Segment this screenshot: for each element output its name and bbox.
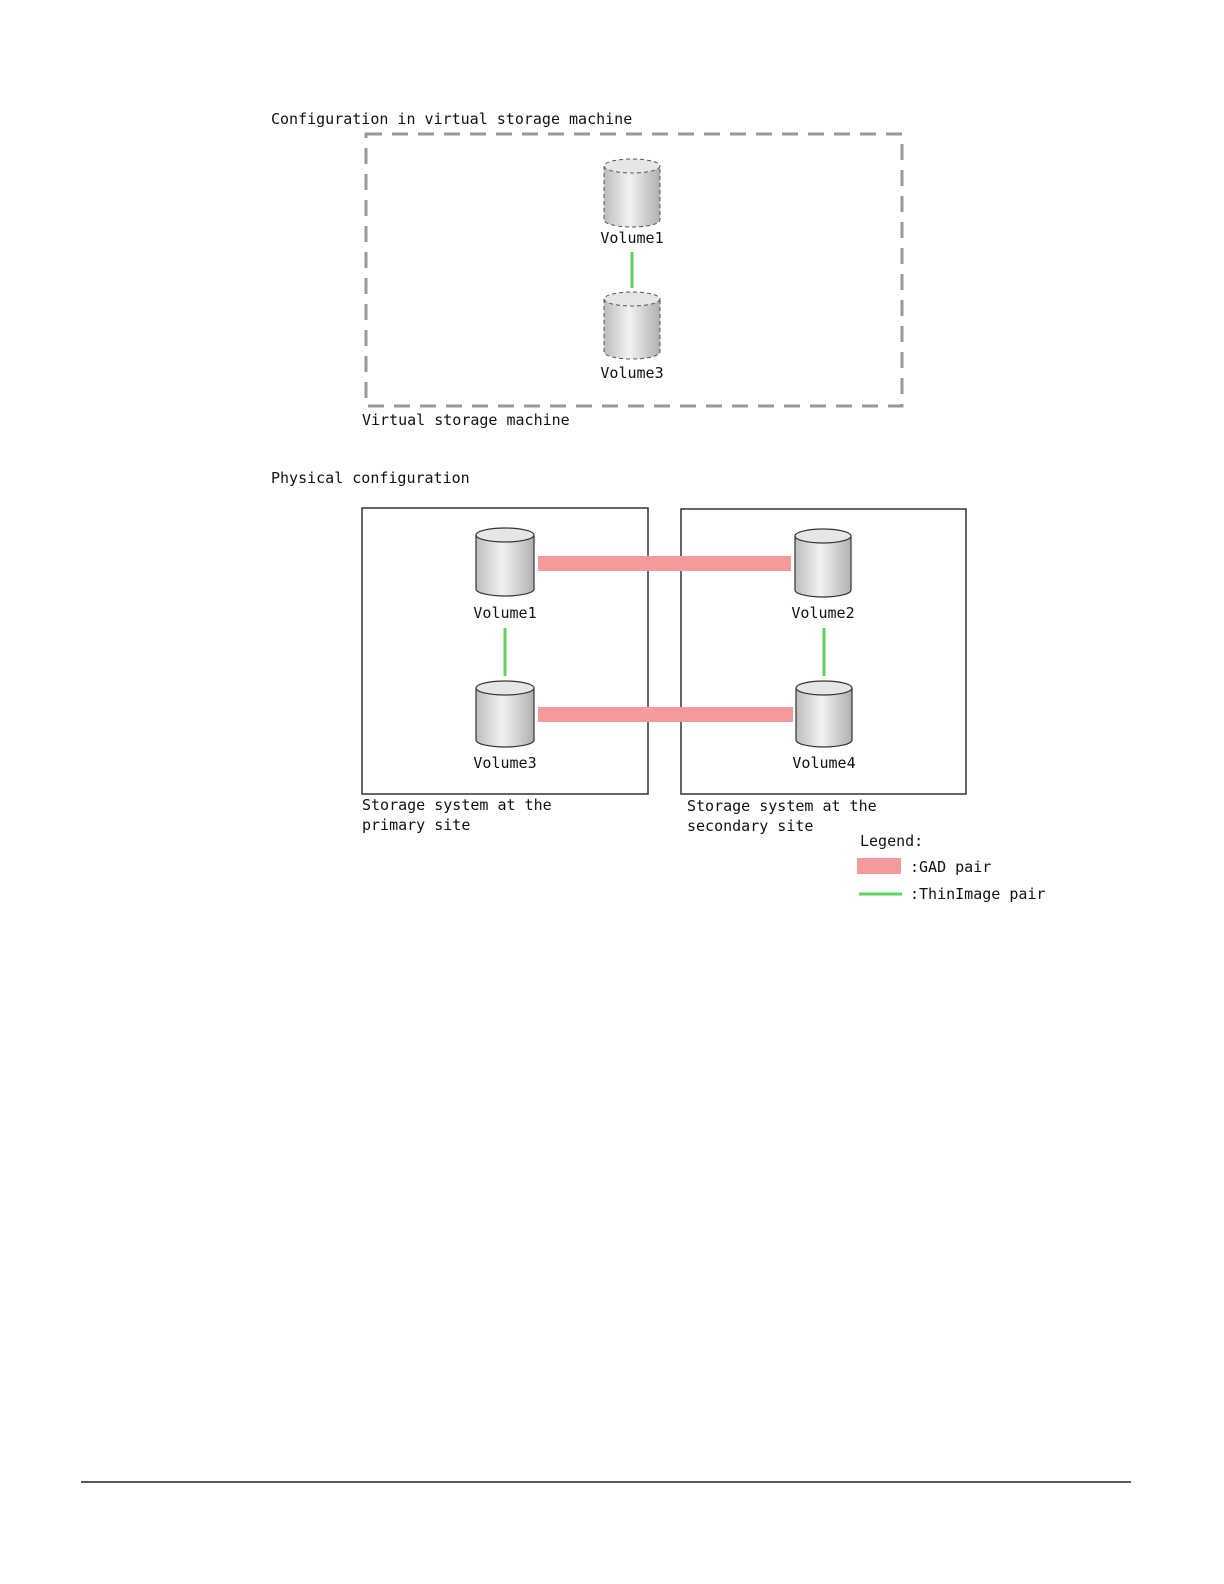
physical-section-title: Physical configuration: [271, 469, 470, 487]
primary-storage-label-line2: primary site: [362, 816, 470, 834]
virtual-volume1-label: Volume1: [600, 229, 663, 247]
secondary-volume4-icon: [796, 681, 852, 747]
secondary-storage-label-line1: Storage system at the: [687, 797, 877, 815]
virtual-volume3-label: Volume3: [600, 364, 663, 382]
primary-volume1-label: Volume1: [473, 604, 536, 622]
secondary-volume4-label: Volume4: [792, 754, 855, 772]
virtual-volume1-icon: [604, 159, 660, 227]
legend-gad-label: :GAD pair: [910, 858, 991, 876]
virtual-storage-machine-label: Virtual storage machine: [362, 411, 570, 429]
legend-gad-swatch: [857, 858, 901, 874]
legend-thinimage-label: :ThinImage pair: [910, 885, 1045, 903]
secondary-storage-label-line2: secondary site: [687, 817, 813, 835]
gad-pair-line-bottom: [538, 707, 793, 722]
primary-storage-label-line1: Storage system at the: [362, 796, 552, 814]
virtual-volume3-icon: [604, 292, 660, 359]
secondary-volume2-icon: [795, 529, 851, 597]
secondary-volume2-label: Volume2: [791, 604, 854, 622]
primary-volume3-icon: [476, 681, 534, 747]
virtual-section-title: Configuration in virtual storage machine: [271, 110, 632, 128]
primary-volume1-icon: [476, 528, 534, 596]
legend-title: Legend:: [860, 832, 923, 850]
gad-pair-line-top: [538, 556, 791, 571]
primary-volume3-label: Volume3: [473, 754, 536, 772]
